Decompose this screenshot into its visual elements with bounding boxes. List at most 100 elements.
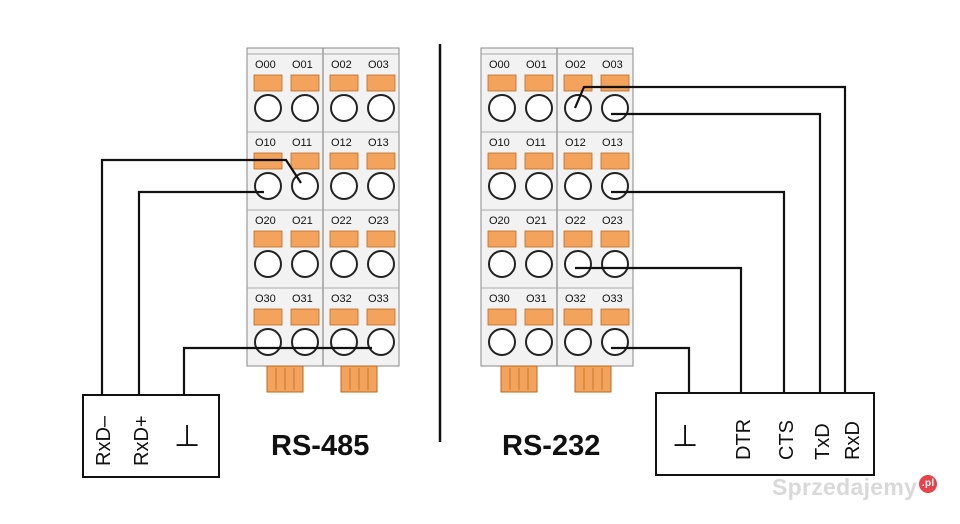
wire-entry-hole: [291, 94, 319, 122]
wire-entry-hole: [291, 328, 319, 356]
terminal-label: O31: [526, 293, 547, 305]
terminal-label: O11: [526, 137, 546, 149]
wire-entry-hole: [488, 172, 516, 200]
rs485-label-ground: ⊥: [174, 420, 200, 453]
release-tab: [290, 152, 320, 170]
release-tab: [366, 152, 396, 170]
wire-entry-hole: [601, 328, 629, 356]
release-tab: [600, 152, 630, 170]
terminal-label: O30: [489, 293, 510, 305]
release-tab: [366, 308, 396, 326]
release-tab: [253, 308, 283, 326]
terminal-label: O33: [368, 293, 389, 305]
wire-entry-hole: [525, 94, 553, 122]
terminal-label: O00: [489, 59, 510, 71]
release-tab: [563, 74, 593, 92]
wire-entry-hole: [525, 172, 553, 200]
release-tab: [290, 230, 320, 248]
release-tab: [524, 230, 554, 248]
rs485-wires: [100, 158, 372, 400]
wire-entry-hole: [254, 94, 282, 122]
wire-entry-hole: [525, 328, 553, 356]
terminal-label: O30: [255, 293, 276, 305]
release-tab: [563, 152, 593, 170]
wire-entry-hole: [564, 172, 592, 200]
rs485-connector-box: [82, 394, 220, 478]
terminal-label: O10: [489, 137, 510, 149]
terminal-label: O13: [368, 137, 389, 149]
wire-rxd-minus: [100, 158, 302, 400]
wire-entry-hole: [601, 94, 629, 122]
watermark-badge: .pl: [919, 475, 938, 494]
release-tab: [600, 308, 630, 326]
wire-txd: [611, 112, 822, 395]
terminal-label: O23: [368, 215, 389, 227]
wire-entry-hole: [367, 250, 395, 278]
wire-entry-hole: [291, 250, 319, 278]
release-tab: [329, 230, 359, 248]
wire-entry-hole: [488, 250, 516, 278]
rs485-label-rxd-minus: RxD–: [93, 415, 115, 466]
release-tab: [253, 230, 283, 248]
release-tab: [524, 308, 554, 326]
rs232-wires: [573, 85, 847, 395]
rs232-label-cts: CTS: [776, 420, 798, 460]
release-tab: [329, 308, 359, 326]
rs232-label-txd: TxD: [812, 423, 834, 460]
wire-entry-hole: [601, 172, 629, 200]
wire-rxd: [573, 85, 847, 395]
rs232-connector-box: [655, 392, 875, 476]
release-tab: [366, 74, 396, 92]
wire-entry-hole: [564, 328, 592, 356]
release-tab: [329, 74, 359, 92]
wire-entry-hole: [254, 250, 282, 278]
terminal-label: O20: [489, 215, 510, 227]
release-tab: [329, 152, 359, 170]
terminal-label: O32: [565, 293, 586, 305]
rs232-label-rxd: RxD: [842, 421, 864, 460]
rs232-label-dtr: DTR: [733, 419, 755, 460]
wire-entry-hole: [488, 328, 516, 356]
release-tab: [487, 230, 517, 248]
release-tab: [253, 74, 283, 92]
terminal-label: O21: [292, 215, 313, 227]
rs232-label-ground: ⊥: [672, 420, 698, 453]
release-tab: [600, 74, 630, 92]
wire-entry-hole: [564, 94, 592, 122]
terminal-label: O13: [602, 137, 623, 149]
wire-entry-hole: [525, 250, 553, 278]
wire-rxd-plus: [137, 190, 264, 400]
release-tab: [290, 74, 320, 92]
terminal-label: O02: [331, 59, 352, 71]
release-tab: [487, 74, 517, 92]
terminal-label: O01: [526, 59, 547, 71]
terminal-label: O22: [331, 215, 352, 227]
wire-entry-hole: [367, 94, 395, 122]
release-tab: [600, 230, 630, 248]
wire-entry-hole: [564, 250, 592, 278]
terminal-label: O11: [292, 137, 312, 149]
wire-ground-232: [611, 346, 691, 395]
release-tab: [487, 308, 517, 326]
terminal-label: O20: [255, 215, 276, 227]
wire-entry-hole: [601, 250, 629, 278]
rs232-title: RS-232: [502, 430, 600, 462]
release-tab: [366, 230, 396, 248]
terminal-label: O23: [602, 215, 623, 227]
release-tab: [563, 308, 593, 326]
wire-entry-hole: [330, 250, 358, 278]
wire-dtr: [575, 266, 743, 395]
terminal-label: O33: [602, 293, 623, 305]
wire-entry-hole: [330, 328, 358, 356]
release-tab: [487, 152, 517, 170]
wire-ground-485: [182, 346, 372, 400]
watermark: Sprzedajemy.pl: [772, 474, 938, 501]
wire-entry-hole: [330, 94, 358, 122]
wire-entry-hole: [330, 172, 358, 200]
wire-entry-hole: [254, 172, 282, 200]
terminal-label: O02: [565, 59, 586, 71]
terminal-label: O03: [602, 59, 623, 71]
terminal-label: O00: [255, 59, 276, 71]
